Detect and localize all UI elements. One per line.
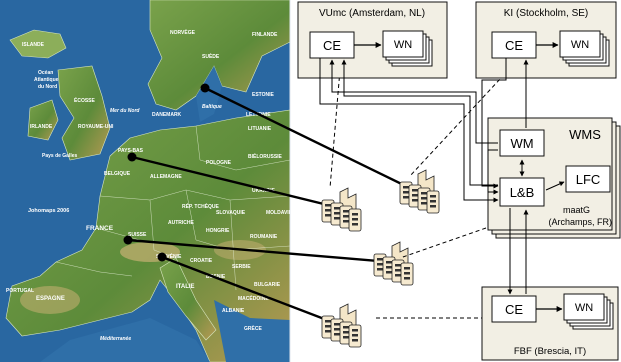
map-label-greece: GRÈCE	[244, 324, 262, 332]
site-caption-fbf: FBF (Brescia, IT)	[514, 346, 586, 357]
map-label-belarus: BIÉLORUSSIE	[248, 152, 283, 160]
arrow-wm-to-vumc	[329, 59, 498, 144]
site-caption-ki: KI (Stockholm, SE)	[504, 8, 588, 19]
map-label-germany: ALLEMAGNE	[150, 174, 182, 180]
connector-brescia	[161, 255, 341, 327]
wn-box-vumc	[382, 30, 424, 58]
wn-label-vumc: WN	[394, 39, 412, 51]
map-label-north: du Nord	[38, 84, 57, 90]
ce-label-vumc: CE	[323, 38, 341, 53]
lfc-label: LFC	[576, 172, 601, 187]
map-label-netherlands: PAYS-BAS	[118, 148, 144, 154]
map-label-norway: NORVÈGE	[170, 28, 196, 36]
map-label-italy: ITALIE	[176, 284, 195, 290]
map-label-serbia: SERBIE	[232, 264, 251, 270]
maatg-caption-location: (Archamps, FR)	[548, 217, 612, 227]
map-label-france: FRANCE	[86, 225, 114, 232]
map-label-poland: POLOGNE	[206, 160, 232, 166]
europe-map: Océan Atlantique du Nord Johomaps 2006 I…	[0, 0, 293, 362]
connector-stockholm	[204, 86, 419, 194]
wn-label-fbf: WN	[575, 302, 593, 314]
dashed-ki	[409, 63, 515, 177]
arrow-wm-to-lb	[487, 149, 499, 195]
map-label-atlantic: Atlantique	[34, 77, 59, 83]
connector-archamps	[127, 238, 391, 264]
map-label-lithuania: LITUANIE	[248, 126, 272, 132]
site-box-ki: KI (Stockholm, SE) CE WN	[475, 1, 617, 79]
connector-amsterdam	[131, 155, 341, 210]
map-label-denmark: DANEMARK	[152, 112, 182, 118]
server-cluster-icon-archamps	[373, 241, 414, 286]
map-label-austria: AUTRICHE	[168, 220, 194, 226]
map-label-czech: RÉP. TCHÈQUE	[182, 202, 220, 210]
location-connector-lines	[127, 86, 419, 327]
wn-box-ki	[559, 30, 601, 58]
map-label-baltic: Baltique	[202, 104, 222, 110]
map-label-credit: Johomaps 2006	[28, 208, 69, 214]
wn-box-fbf	[563, 293, 605, 321]
dashed-links	[329, 63, 515, 319]
wm-box	[499, 129, 545, 157]
map-label-moldova: MOLDAVIE	[266, 210, 293, 216]
map-label-scotland: ÉCOSSE	[74, 96, 96, 104]
map-label-uk: ROYAUME-UNI	[78, 124, 114, 130]
map-label-ireland: IRLANDE	[30, 124, 53, 130]
map-label-bulgaria: BULGARIE	[254, 282, 281, 288]
map-label-ocean: Océan	[38, 70, 53, 76]
site-box-vumc: VUmc (Amsterdam, NL) CE WN	[297, 1, 448, 79]
site-caption-vumc: VUmc (Amsterdam, NL)	[319, 8, 425, 19]
map-label-romania: ROUMANIE	[250, 234, 278, 240]
map-label-slovakia: SLOVAQUIE	[216, 210, 246, 216]
wms-label: WMS	[569, 127, 601, 142]
lfc-box	[565, 165, 611, 193]
lb-label: L&B	[510, 185, 535, 200]
map-label-macedonia: MACÉDOINE	[238, 294, 269, 302]
ce-box-fbf	[491, 295, 537, 323]
map-label-spain: ESPAGNE	[36, 296, 65, 302]
map-label-ukraine: UKRAINE	[252, 188, 275, 194]
map-label-iceland: ISLANDE	[22, 42, 45, 48]
map-label-croatia: CROATIE	[190, 258, 213, 264]
map-label-finland: FINLANDE	[252, 32, 278, 38]
map-label-portugal: PORTUGAL	[6, 288, 34, 294]
site-box-fbf: CE WN FBF (Brescia, IT)	[481, 286, 619, 361]
map-label-slovenia: SLOVÉNIE	[156, 252, 182, 260]
map-labels: Océan Atlantique du Nord Johomaps 2006 I…	[6, 28, 293, 342]
server-cluster-icon-stockholm	[399, 169, 440, 214]
map-label-estonia: ESTONIE	[252, 92, 275, 98]
map-label-belgium: BELGIQUE	[104, 171, 131, 177]
dashed-vumc	[329, 69, 341, 189]
dashed-maatg	[399, 227, 487, 259]
map-label-hungary: HONGRIE	[206, 228, 230, 234]
map-label-wales: Pays de Galles	[42, 153, 78, 159]
wm-label: WM	[510, 136, 533, 151]
lb-box	[499, 177, 545, 207]
ce-box-ki	[491, 31, 537, 59]
wn-label-ki: WN	[571, 39, 589, 51]
map-label-switzerland: SUISSE	[128, 232, 147, 238]
map-label-northsea: Mer du Nord	[110, 108, 140, 114]
map-label-albania: ALBANIE	[222, 308, 245, 314]
arrow-vumc-to-lb	[319, 58, 499, 203]
ce-label-fbf: CE	[505, 302, 523, 317]
map-label-mediterranean: Méditerranée	[100, 336, 131, 342]
map-label-sweden: SUÈDE	[202, 52, 220, 60]
server-cluster-icon-amsterdam	[321, 187, 362, 232]
arrow-ki-to-lb	[481, 58, 507, 189]
site-box-maatg: WMS WM L&B LFC maatG (Archamps, FR)	[487, 117, 621, 239]
server-cluster-icon-brescia	[321, 303, 362, 348]
ce-label-ki: CE	[505, 38, 523, 53]
solid-arrow-connections	[319, 58, 529, 295]
maatg-caption-name: maatG	[563, 205, 590, 215]
arrow-lb-to-vumc	[341, 59, 498, 186]
